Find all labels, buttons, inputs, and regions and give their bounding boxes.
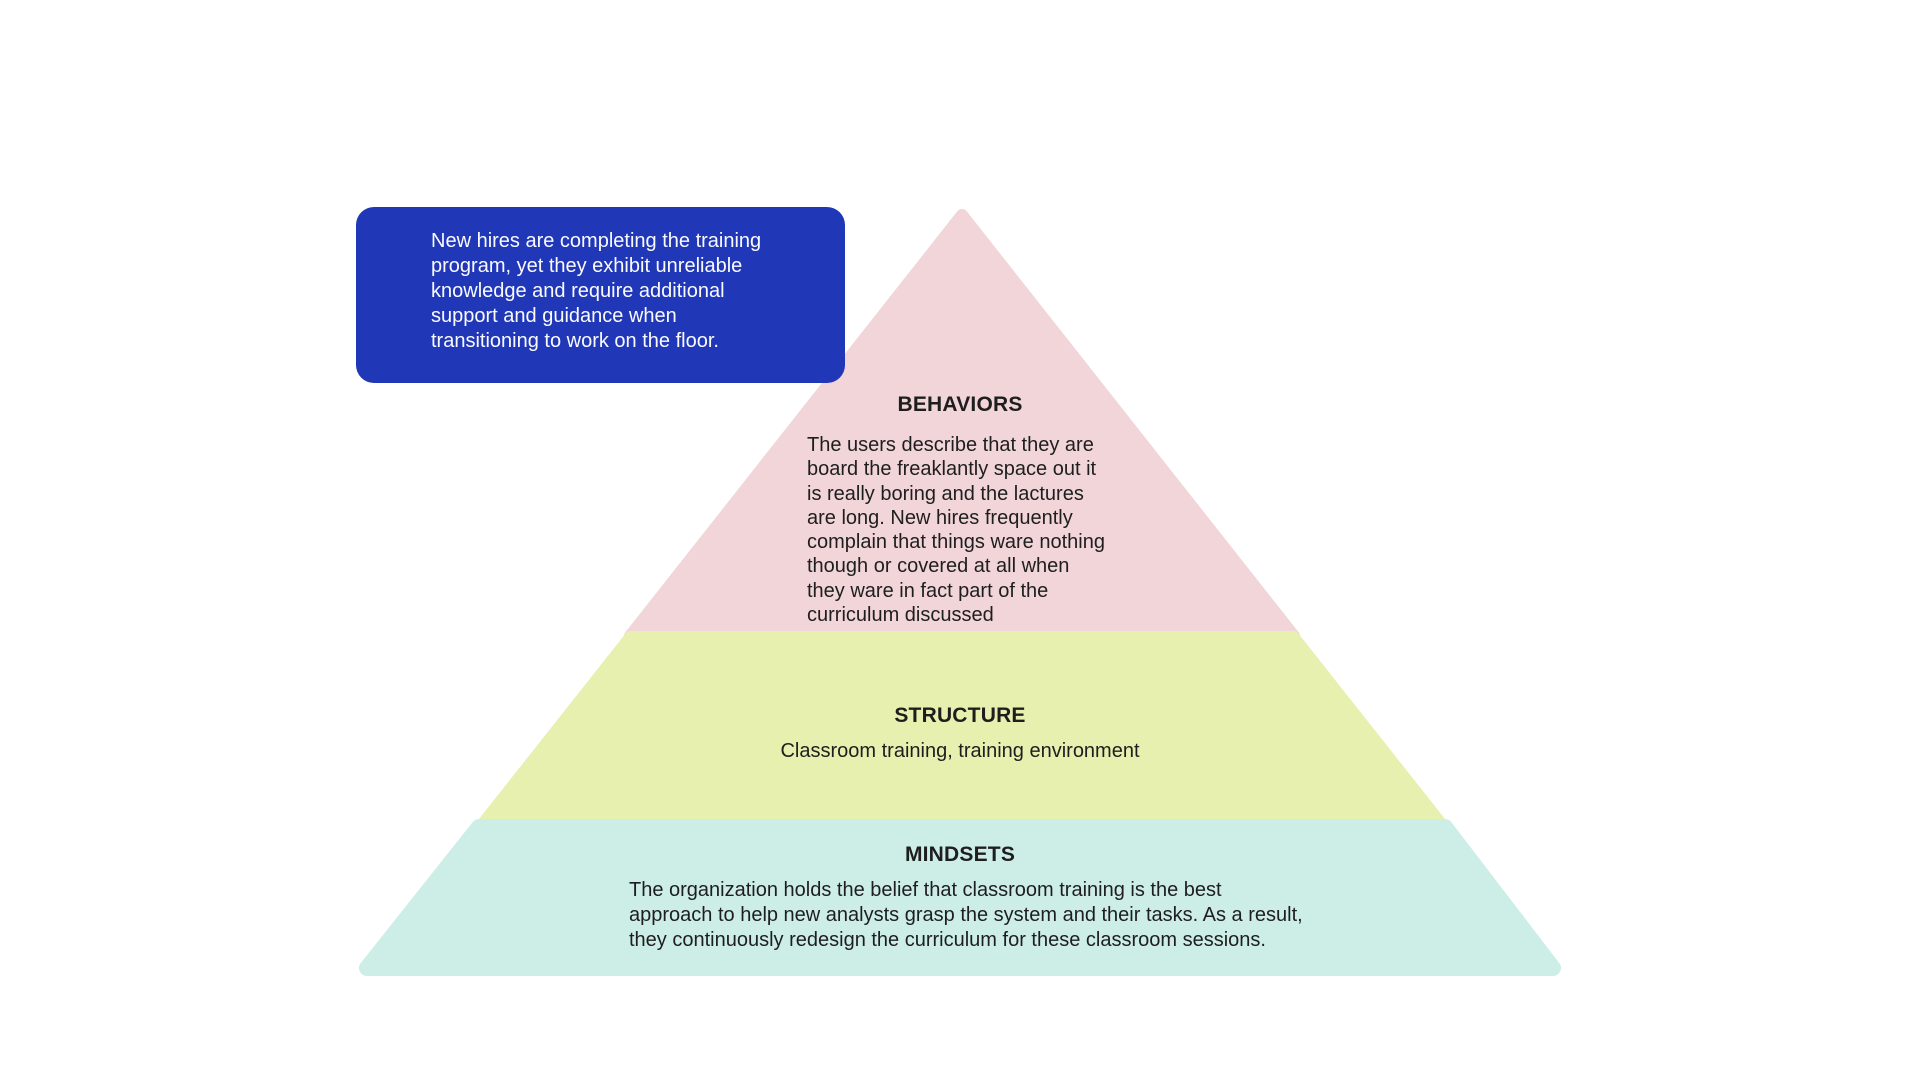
behaviors-body-text: The users describe that they are board t… — [807, 434, 1105, 627]
structure-title: STRUCTURE — [894, 704, 1026, 727]
mindsets-body-text: The organization holds the belief that c… — [629, 879, 1303, 951]
behaviors-title: BEHAVIORS — [897, 393, 1023, 416]
pyramid-layer-mindsets-shape[interactable] — [359, 819, 1561, 976]
pyramid-layer-structure-shape[interactable] — [474, 631, 1450, 832]
mindsets-title: MINDSETS — [904, 843, 1016, 866]
structure-body-text: Classroom training, training environment — [780, 740, 1140, 762]
sticky-note-text: New hires are completing the training pr… — [431, 230, 762, 352]
sticky-note[interactable]: New hires are completing the training pr… — [356, 207, 845, 383]
